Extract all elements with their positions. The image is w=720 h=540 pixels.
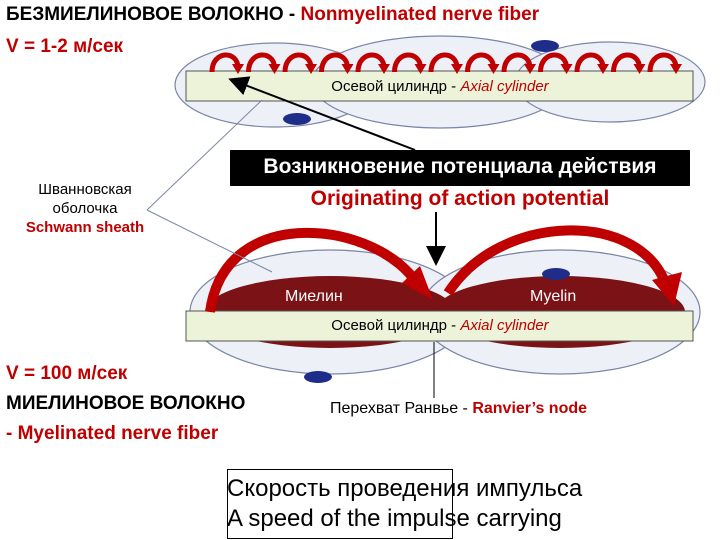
conduction-arc-head [451, 64, 463, 74]
saltatory-arc-right [443, 225, 671, 296]
schwann-ru-line1: Шванновская [38, 181, 132, 198]
axial-cylinder-bottom [185, 310, 694, 342]
speed-nonmyelinated: V = 1-2 м/сек [6, 36, 124, 57]
title-en: Nonmyelinated nerve fiber [300, 4, 540, 25]
ranvier-node-label: Перехват Ранвье - Ranvier’s node [330, 400, 587, 418]
conduction-arc [574, 52, 606, 73]
axial-label-ru: Осевой цилиндр - [331, 317, 461, 334]
schwann-nucleus [531, 40, 559, 52]
saltatory-arc-left [205, 227, 423, 313]
title-myelinated-ru: МИЕЛИНОВОЕ ВОЛОКНО [6, 393, 246, 414]
schwann-nucleus [542, 268, 570, 280]
continuous-conduction-arcs [209, 52, 682, 74]
schwann-nucleus [304, 371, 332, 383]
conduction-arc [246, 52, 277, 73]
ranvier-ru: Перехват Ранвье - [330, 400, 473, 417]
myelin-label-ru: Миелин [285, 288, 343, 305]
conduction-arc [282, 52, 314, 73]
title-myelinated-en: - Myelinated nerve fiber [6, 423, 219, 444]
conduction-arc [355, 52, 387, 73]
saltatory-arc-left-head [402, 266, 433, 300]
schwann-en: Schwann sheath [25, 219, 145, 236]
conduction-arc-head [597, 64, 609, 74]
action-potential-banner [230, 150, 690, 186]
title-ru: БЕЗМИЕЛИНОВОЕ ВОЛОКНО - [6, 4, 301, 25]
conduction-arc [647, 52, 679, 73]
conduction-arc-head [268, 64, 281, 74]
speed-caption-ru: Скорость проведения импульса [227, 475, 583, 502]
axial-label-bottom: Осевой цилиндр - Axial cylinder [188, 317, 692, 334]
conduction-arc [392, 52, 423, 73]
conduction-arc [501, 52, 533, 73]
saltatory-arc-right-head [652, 272, 682, 306]
conduction-arc [319, 52, 350, 73]
conduction-arc-head [378, 64, 390, 74]
axial-label-ru: Осевой цилиндр - [331, 78, 461, 95]
schwann-pointer-line [146, 209, 273, 273]
conduction-arc [465, 52, 496, 73]
conduction-arc-head [560, 64, 573, 74]
conduction-arc-head [232, 64, 244, 74]
conduction-arc [209, 52, 241, 73]
axial-cylinder-top [185, 70, 694, 102]
schwann-pointer-line [146, 99, 263, 211]
conduction-arc-head [341, 64, 354, 74]
action-potential-en: Originating of action potential [310, 187, 610, 210]
action-potential-ru: Возникновение потенциала действия [263, 155, 657, 178]
speed-caption-en: A speed of the impulse carrying [227, 505, 562, 532]
title-nonmyelinated: БЕЗМИЕЛИНОВОЕ ВОЛОКНО - Nonmyelinated ne… [6, 4, 539, 26]
conduction-arc [428, 52, 460, 73]
ranvier-en: Ranvier’s node [472, 400, 588, 417]
conduction-arc-head [305, 64, 317, 74]
action-potential-arrow [228, 76, 416, 151]
schwann-sheath-label: Шванновская оболочка Schwann sheath [10, 180, 160, 237]
conduction-arc [611, 52, 642, 73]
conduction-arc-head [670, 64, 682, 74]
axial-label-en: Axial cylinder [460, 78, 549, 95]
conduction-arc [538, 52, 569, 73]
schwann-ru-line2: оболочка [52, 200, 118, 217]
speed-myelinated: V = 100 м/сек [6, 363, 128, 384]
conduction-arc-head [633, 64, 646, 74]
conduction-arc-head [487, 64, 500, 74]
axial-label-top: Осевой цилиндр - Axial cylinder [188, 78, 692, 95]
speed-caption-box [227, 469, 453, 539]
conduction-arc-head [414, 64, 427, 74]
conduction-arc-head [524, 64, 536, 74]
axial-label-en: Axial cylinder [460, 317, 549, 334]
myelin-label-en: Myelin [530, 288, 577, 305]
schwann-nucleus [283, 113, 311, 125]
